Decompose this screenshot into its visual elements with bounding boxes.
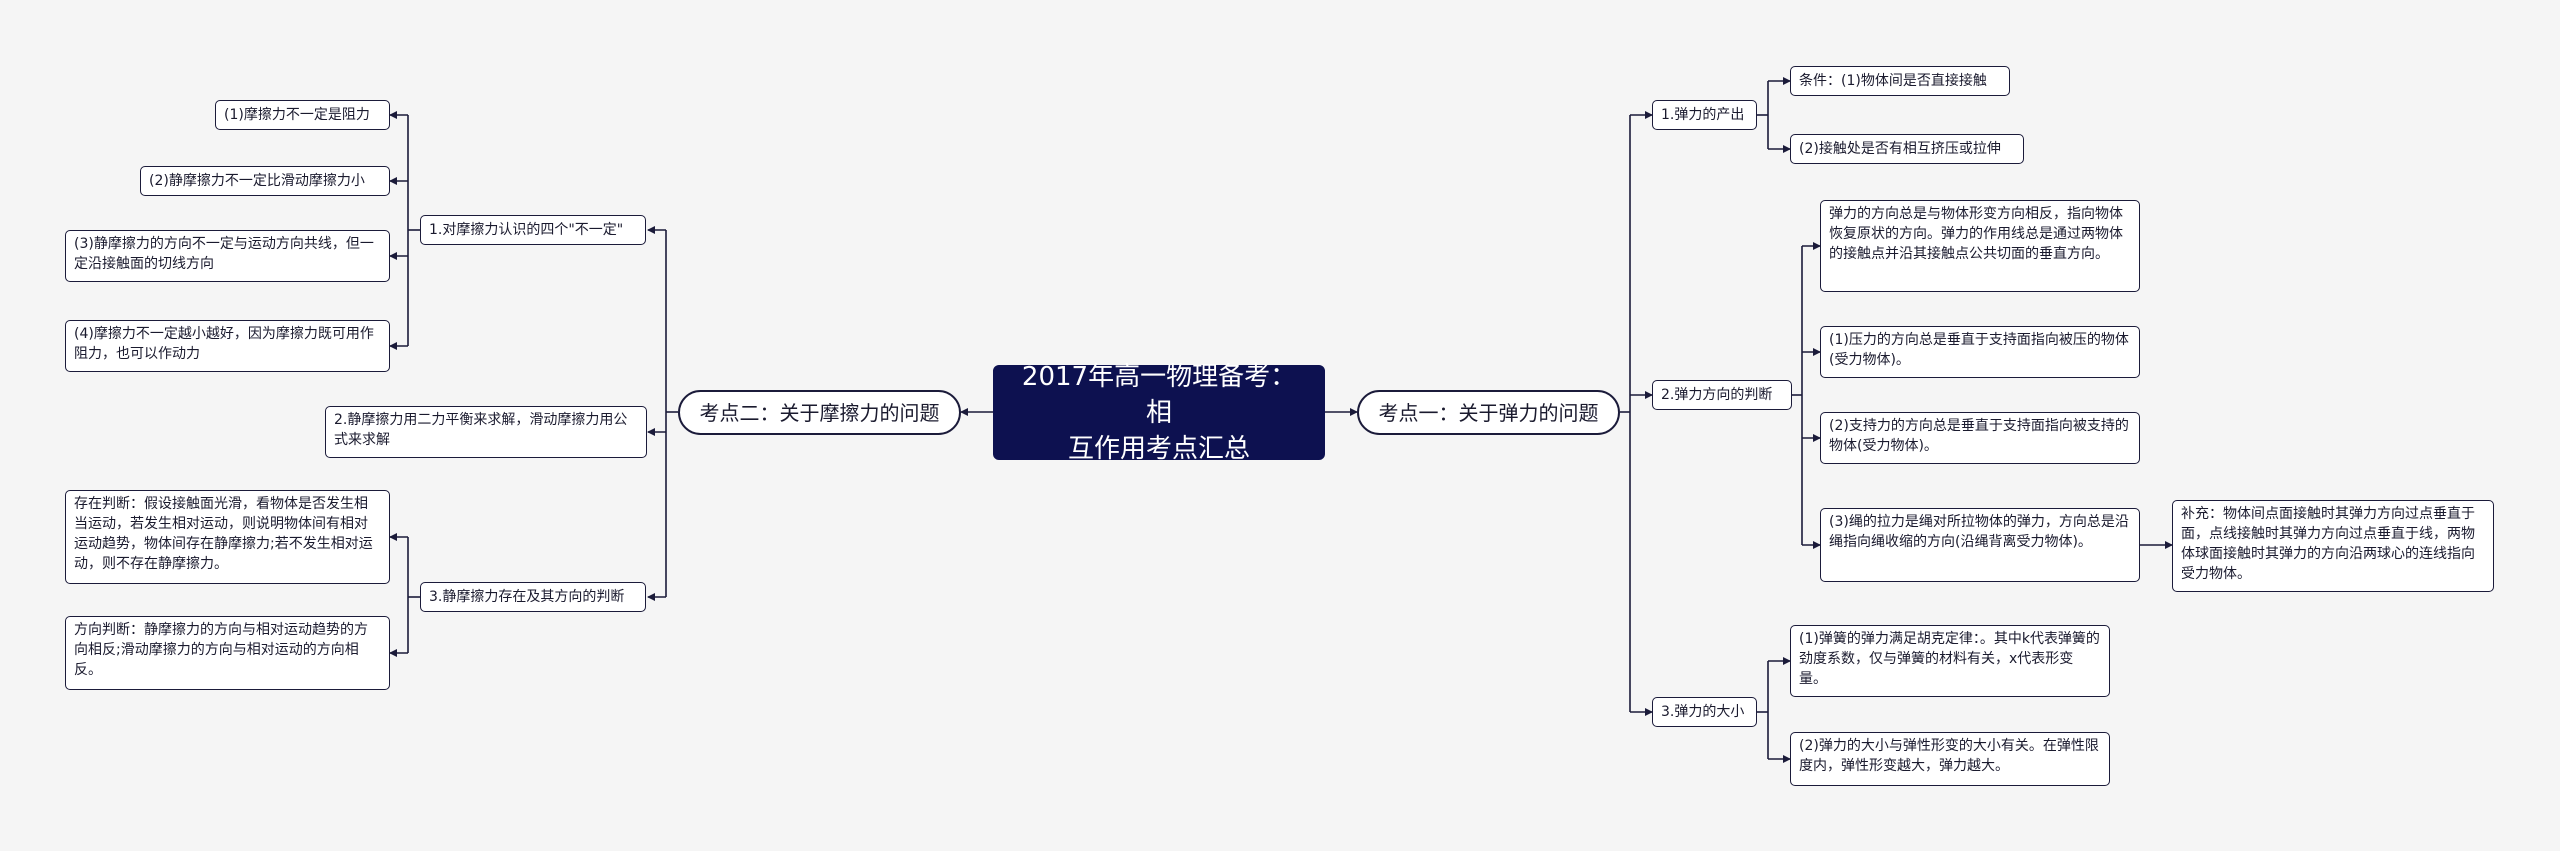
- left-branch-1-item-2[interactable]: (2)静摩擦力不一定比滑动摩擦力小: [140, 166, 390, 196]
- left-branch-1-label[interactable]: 1.对摩擦力认识的四个"不一定": [420, 215, 646, 245]
- right-branch-2-item-1[interactable]: 弹力的方向总是与物体形变方向相反，指向物体恢复原状的方向。弹力的作用线总是通过两…: [1820, 200, 2140, 292]
- left-branch-3-label[interactable]: 3.静摩擦力存在及其方向的判断: [420, 582, 646, 612]
- right-branch-1-item-1[interactable]: 条件：(1)物体间是否直接接触: [1790, 66, 2010, 96]
- right-branch-2-item-2[interactable]: (1)压力的方向总是垂直于支持面指向被压的物体(受力物体)。: [1820, 326, 2140, 378]
- right-branch-3-item-2[interactable]: (2)弹力的大小与弹性形变的大小有关。在弹性限度内，弹性形变越大，弹力越大。: [1790, 732, 2110, 786]
- topic-elastic-force[interactable]: 考点一：关于弹力的问题: [1357, 390, 1620, 435]
- left-branch-1-item-4[interactable]: (4)摩擦力不一定越小越好，因为摩擦力既可用作阻力，也可以作动力: [65, 320, 390, 372]
- right-branch-3-item-1[interactable]: (1)弹簧的弹力满足胡克定律：。其中k代表弹簧的劲度系数，仅与弹簧的材料有关，x…: [1790, 625, 2110, 697]
- left-branch-1-item-1[interactable]: (1)摩擦力不一定是阻力: [215, 100, 390, 130]
- topic-friction-force[interactable]: 考点二：关于摩擦力的问题: [678, 390, 961, 435]
- right-branch-1-label[interactable]: 1.弹力的产出: [1652, 100, 1757, 130]
- left-branch-3-item-2[interactable]: 方向判断：静摩擦力的方向与相对运动趋势的方向相反;滑动摩擦力的方向与相对运动的方…: [65, 616, 390, 690]
- right-branch-1-item-2[interactable]: (2)接触处是否有相互挤压或拉伸: [1790, 134, 2024, 164]
- right-branch-2-label[interactable]: 2.弹力方向的判断: [1652, 380, 1792, 410]
- right-branch-2-item-4[interactable]: (3)绳的拉力是绳对所拉物体的弹力，方向总是沿绳指向绳收缩的方向(沿绳背离受力物…: [1820, 508, 2140, 582]
- left-branch-3-item-1[interactable]: 存在判断：假设接触面光滑，看物体是否发生相当运动，若发生相对运动，则说明物体间有…: [65, 490, 390, 584]
- right-branch-2-supplement[interactable]: 补充：物体间点面接触时其弹力方向过点垂直于面，点线接触时其弹力方向过点垂直于线，…: [2172, 500, 2494, 592]
- right-branch-2-item-3[interactable]: (2)支持力的方向总是垂直于支持面指向被支持的物体(受力物体)。: [1820, 412, 2140, 464]
- left-branch-1-item-3[interactable]: (3)静摩擦力的方向不一定与运动方向共线，但一定沿接触面的切线方向: [65, 230, 390, 282]
- left-branch-2-label[interactable]: 2.静摩擦力用二力平衡来求解，滑动摩擦力用公式来求解: [325, 406, 647, 458]
- root-title[interactable]: 2017年高一物理备考：相 互作用考点汇总: [993, 362, 1325, 464]
- right-branch-3-label[interactable]: 3.弹力的大小: [1652, 697, 1757, 727]
